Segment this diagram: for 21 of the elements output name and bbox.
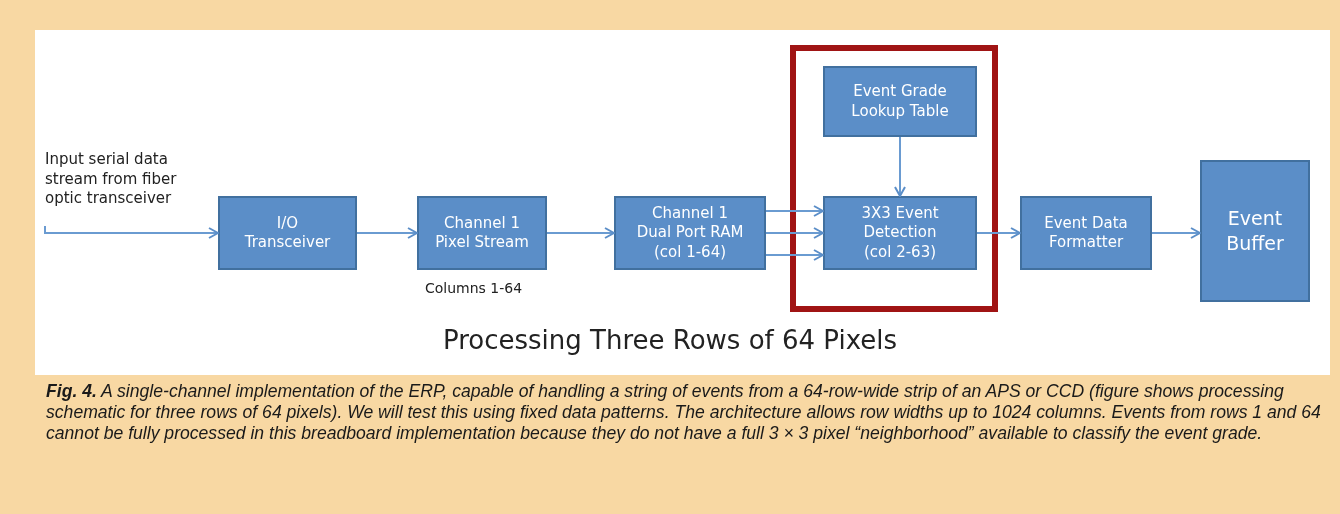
process-box: Channel 1 Pixel Stream xyxy=(417,196,547,270)
process-box: Event Data Formatter xyxy=(1020,196,1152,270)
arrow xyxy=(765,249,824,261)
arrow xyxy=(546,227,615,239)
arrow xyxy=(44,225,219,239)
process-box: Event Buffer xyxy=(1200,160,1310,302)
arrow xyxy=(894,136,906,197)
diagram-title: Processing Three Rows of 64 Pixels xyxy=(441,325,899,355)
arrow xyxy=(356,227,418,239)
arrow xyxy=(765,227,824,239)
highlight-frame xyxy=(790,45,998,312)
node-note: Columns 1-64 xyxy=(425,280,523,296)
arrow xyxy=(976,227,1021,239)
process-box: 3X3 Event Detection (col 2-63) xyxy=(823,196,977,270)
input-label: Input serial data stream from fiber optic transceiver xyxy=(45,150,210,226)
figure-caption: Fig. 4. A single-channel implementation of the ERP, capable of handling a string of events from a 64-row-wide strip of an APS or CCD (figure shows processing schematic for three rows of 64 pixels). We will test this using fixed data patterns. The architecture allows row widths up to 1024 columns. Events from rows 1 and 64 cannot be fully processed in this breadboard implementation because they do not have a full 3 × 3 pixel “neighborhood” available to classify the event grade. xyxy=(46,381,1322,445)
process-box: Channel 1 Dual Port RAM (col 1-64) xyxy=(614,196,766,270)
process-box: Event Grade Lookup Table xyxy=(823,66,977,137)
process-box: I/O Transceiver xyxy=(218,196,357,270)
arrow xyxy=(765,205,824,217)
arrow xyxy=(1151,227,1201,239)
